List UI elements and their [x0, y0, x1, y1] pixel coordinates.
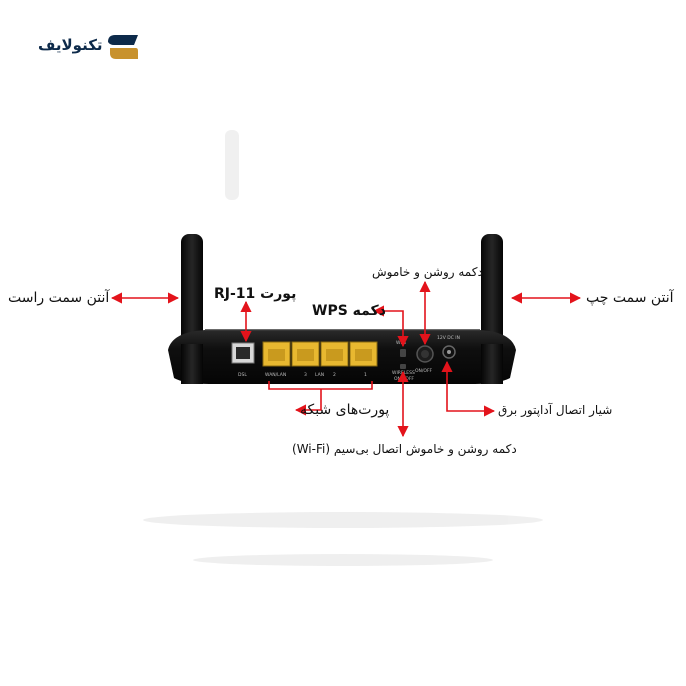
label-network-ports: پورت‌های شبکه [300, 402, 390, 418]
lan-label: LAN [315, 372, 324, 378]
wan-lan-label: WAN/LAN [265, 372, 286, 378]
rj11-port [231, 342, 255, 364]
dc-in-label: 12V DC IN [437, 335, 460, 341]
port3-label: 3 [304, 372, 307, 378]
wps-button-shape [400, 349, 406, 357]
label-power-adapter: شیار اتصال آداپتور برق [498, 403, 613, 417]
arrow-wps [372, 305, 409, 348]
arrow-network-ports [294, 389, 322, 416]
power-onoff-label: ON/OFF [415, 368, 433, 374]
dsl-label: DSL [238, 372, 247, 378]
label-right-antenna: آنتن سمت راست [8, 290, 110, 306]
wireless-button-shape [400, 364, 406, 369]
technolife-logo-icon [108, 35, 138, 59]
label-wifi-button: دکمه روشن و خاموش اتصال بی‌سیم (Wi-Fi) [292, 442, 517, 456]
wps-device-label: WPS [396, 340, 406, 346]
left-antenna [481, 234, 503, 349]
label-wps: دکمه WPS [312, 303, 386, 319]
right-antenna [181, 234, 203, 349]
arrow-power-adapter [441, 360, 496, 417]
label-power-button: دکمه روشن و خاموش [372, 265, 483, 279]
wireless-onoff-label: ON / OFF [394, 376, 414, 382]
label-rj11: پورت RJ-11 [214, 286, 297, 302]
port2-label: 2 [333, 372, 336, 378]
background-reflection [143, 130, 543, 566]
port1-label: 1 [364, 372, 367, 378]
network-ports [262, 341, 378, 367]
label-left-antenna: آنتن سمت چپ [586, 290, 674, 306]
brand-name: تکنولایف [38, 36, 103, 54]
